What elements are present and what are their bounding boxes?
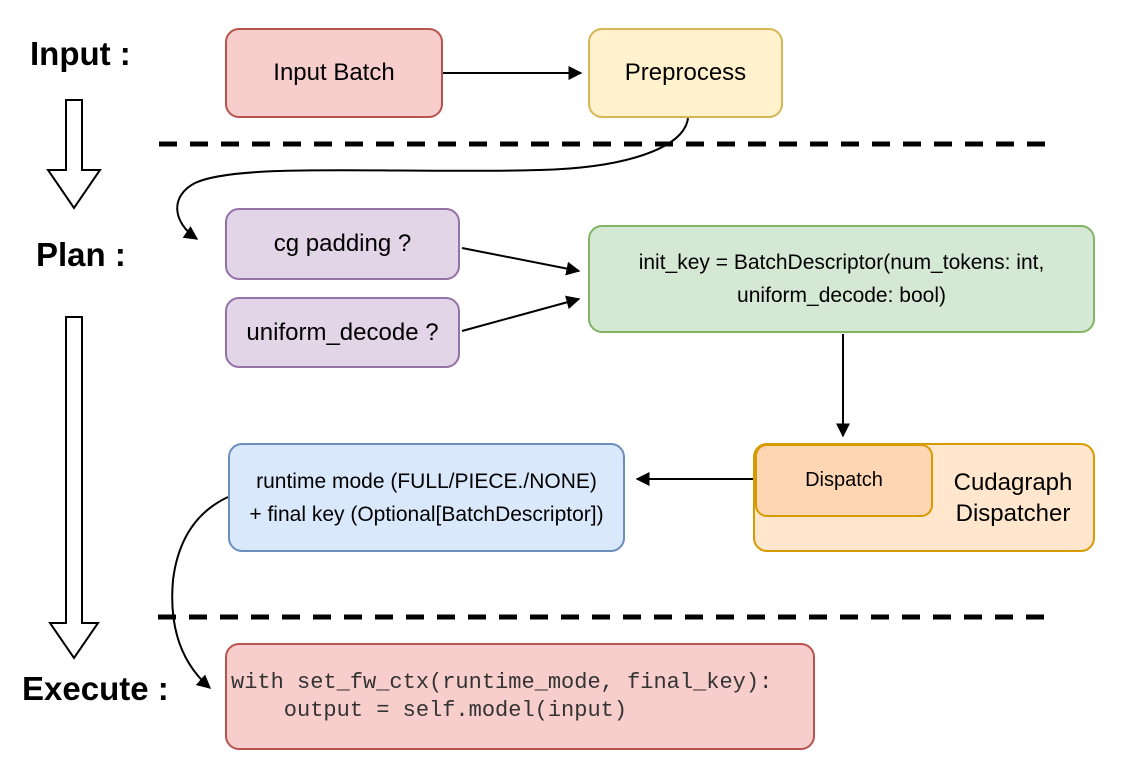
section-label-input: Input :: [30, 35, 131, 72]
node-execute-code: with set_fw_ctx(runtime_mode, final_key)…: [225, 643, 815, 750]
node-init-key-line1: init_key = BatchDescriptor(num_tokens: i…: [638, 251, 1045, 274]
execute-code-line1: with set_fw_ctx(runtime_mode, final_key)…: [231, 669, 773, 695]
node-cg-padding: cg padding ?: [225, 208, 460, 280]
node-uniform-decode: uniform_decode ?: [225, 297, 460, 368]
node-runtime-mode-line1: runtime mode (FULL/PIECE./NONE): [256, 469, 597, 493]
node-preprocess-label: Preprocess: [624, 59, 747, 86]
node-init-key: init_key = BatchDescriptor(num_tokens: i…: [588, 225, 1095, 333]
connector-preprocess-to-cgpadding: [176, 117, 689, 240]
section-label-execute: Execute :: [22, 670, 169, 707]
node-uniform-decode-label: uniform_decode ?: [246, 318, 439, 346]
node-preprocess: Preprocess: [588, 28, 783, 118]
execute-code-line2: output = self.model(input): [231, 697, 628, 723]
connector-cgpadding-to-initkey: [461, 247, 581, 276]
connector-runtimemode-to-executecode: [171, 496, 229, 689]
node-runtime-mode-line2: + final key (Optional[BatchDescriptor]): [249, 502, 604, 526]
connector-uniformdecode-to-initkey: [461, 295, 581, 332]
hollow-down-arrow-icon: [48, 316, 100, 660]
node-runtime-mode: runtime mode (FULL/PIECE./NONE) + final …: [228, 443, 625, 552]
hollow-down-arrow-icon: [46, 99, 102, 210]
node-input-batch: Input Batch: [225, 28, 443, 118]
node-dispatch-label: Dispatch: [805, 469, 883, 491]
node-cudagraph-dispatcher-label: Cudagraph Dispatcher: [953, 468, 1073, 527]
node-init-key-line2: uniform_decode: bool): [737, 284, 946, 307]
node-input-batch-label: Input Batch: [273, 59, 395, 86]
section-label-plan: Plan :: [36, 236, 126, 273]
node-dispatch: Dispatch: [755, 444, 933, 517]
node-cg-padding-label: cg padding ?: [273, 230, 412, 257]
